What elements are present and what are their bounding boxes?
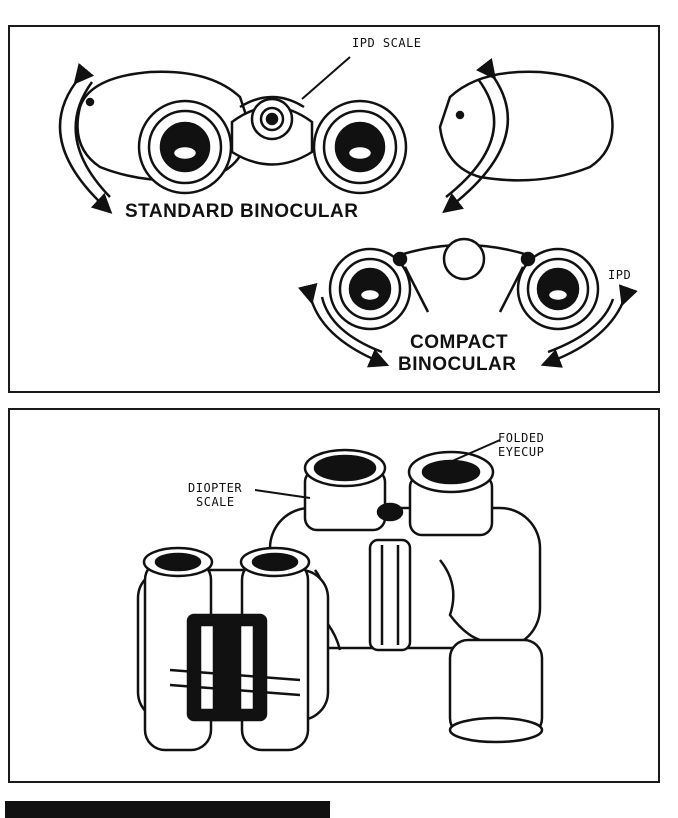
binocular-eyecup-diopter-illustration: [10, 410, 662, 785]
standard-binocular-label: STANDARD BINOCULAR: [125, 202, 358, 222]
compact-binocular-drawing: [330, 239, 598, 329]
diopter-label-line1: DIOPTER: [188, 482, 242, 495]
ipd-label: IPD: [608, 269, 631, 282]
bottom-black-bar: [5, 801, 330, 818]
diopter-label-line2: SCALE: [196, 496, 235, 509]
standard-binocular-drawing: [78, 72, 613, 193]
bottom-diagram-panel: DIOPTER SCALE FOLDED EYECUP: [8, 408, 660, 783]
top-diagram-panel: IPD SCALE STANDARD BINOCULAR COMPACT BIN…: [8, 25, 660, 393]
eyecup-label-line2: EYECUP: [498, 446, 544, 459]
eyecup-label-line1: FOLDED: [498, 432, 544, 445]
compact-label-line2: BINOCULAR: [398, 355, 517, 375]
ipd-scale-label: IPD SCALE: [352, 37, 422, 50]
small-binocular-drawing: [138, 548, 328, 750]
compact-label-line1: COMPACT: [410, 333, 508, 353]
